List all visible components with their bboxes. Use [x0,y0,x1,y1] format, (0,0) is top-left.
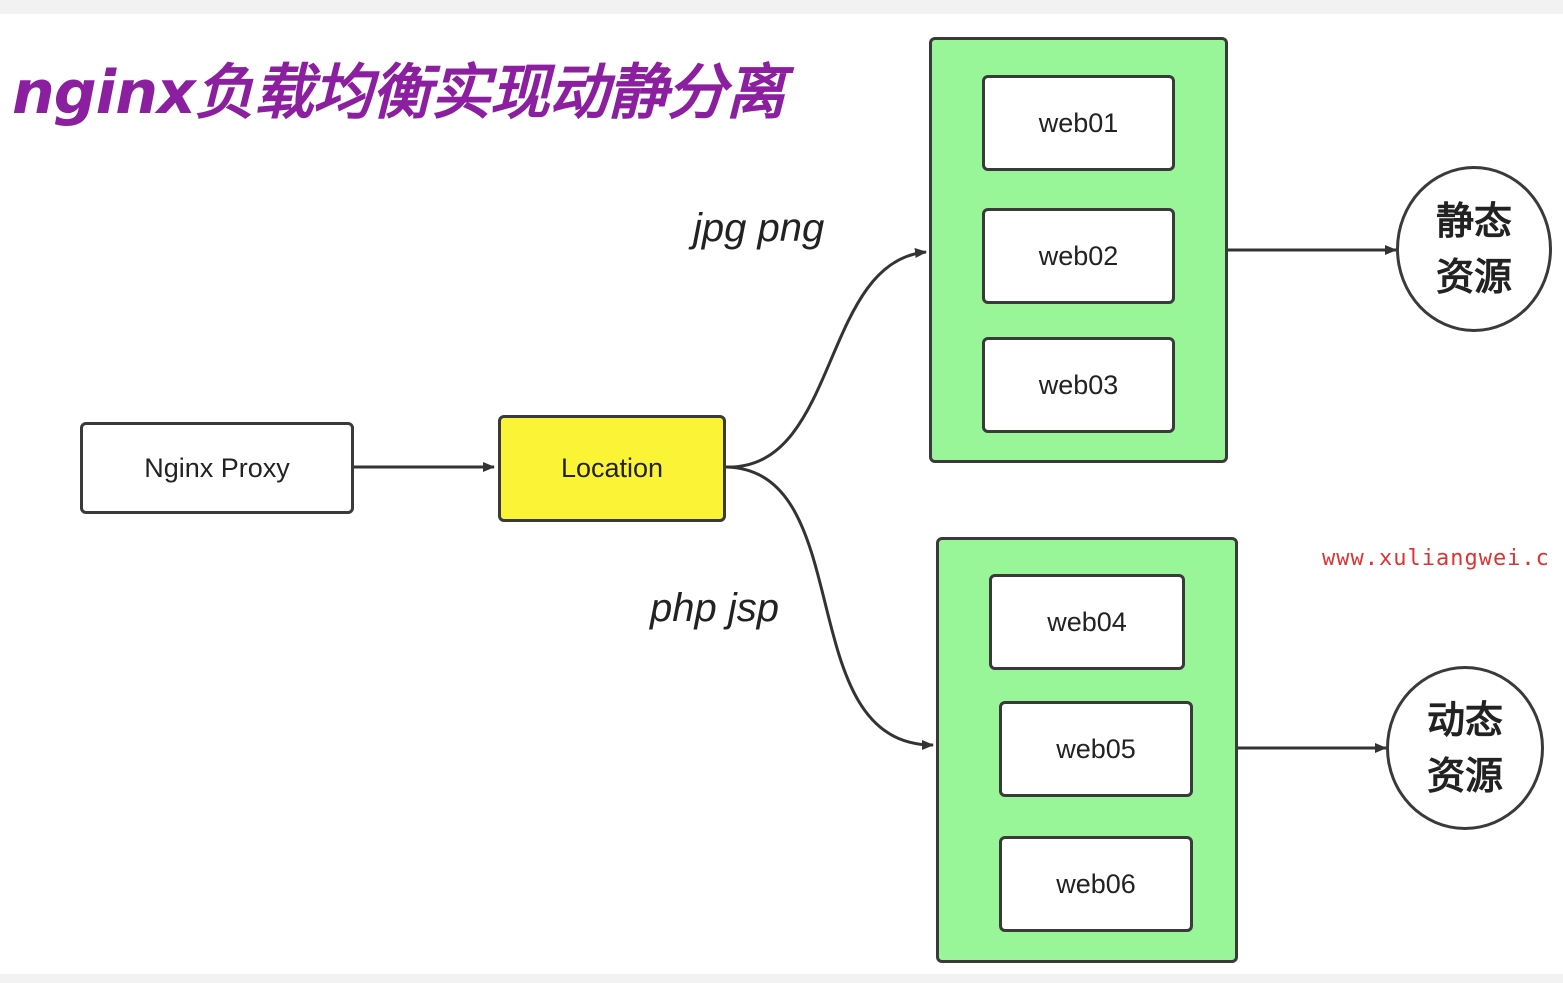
diagram-title: nginx负载均衡实现动静分离 [12,58,786,128]
server-node-web02: web02 [982,208,1175,304]
server-node-web01: web01 [982,75,1175,171]
location-node: Location [498,415,726,522]
dynamic-resource-line2: 资源 [1426,754,1503,798]
server-node-web06: web06 [999,836,1193,932]
bottom-edge-bar [0,974,1563,983]
dynamic-route-label: php jsp [650,586,779,630]
dynamic-resource-node: 动态 资源 [1386,666,1544,830]
nginx-proxy-node: Nginx Proxy [80,422,354,514]
location-to-dynamic-arrow [725,465,934,750]
static-resource-line1: 静态 [1435,199,1512,243]
server-node-web04: web04 [989,574,1185,670]
static-route-label: jpg png [693,206,825,250]
server-node-web03: web03 [982,337,1175,433]
top-edge-bar [0,0,1563,14]
server-node-web05: web05 [999,701,1193,797]
location-to-static-arrow [725,248,927,469]
watermark-text: www.xuliangwei.c [1322,546,1550,571]
static-resource-node: 静态 资源 [1396,166,1552,332]
dynamic-resource-line1: 动态 [1426,698,1503,742]
static-resource-line2: 资源 [1435,255,1512,299]
